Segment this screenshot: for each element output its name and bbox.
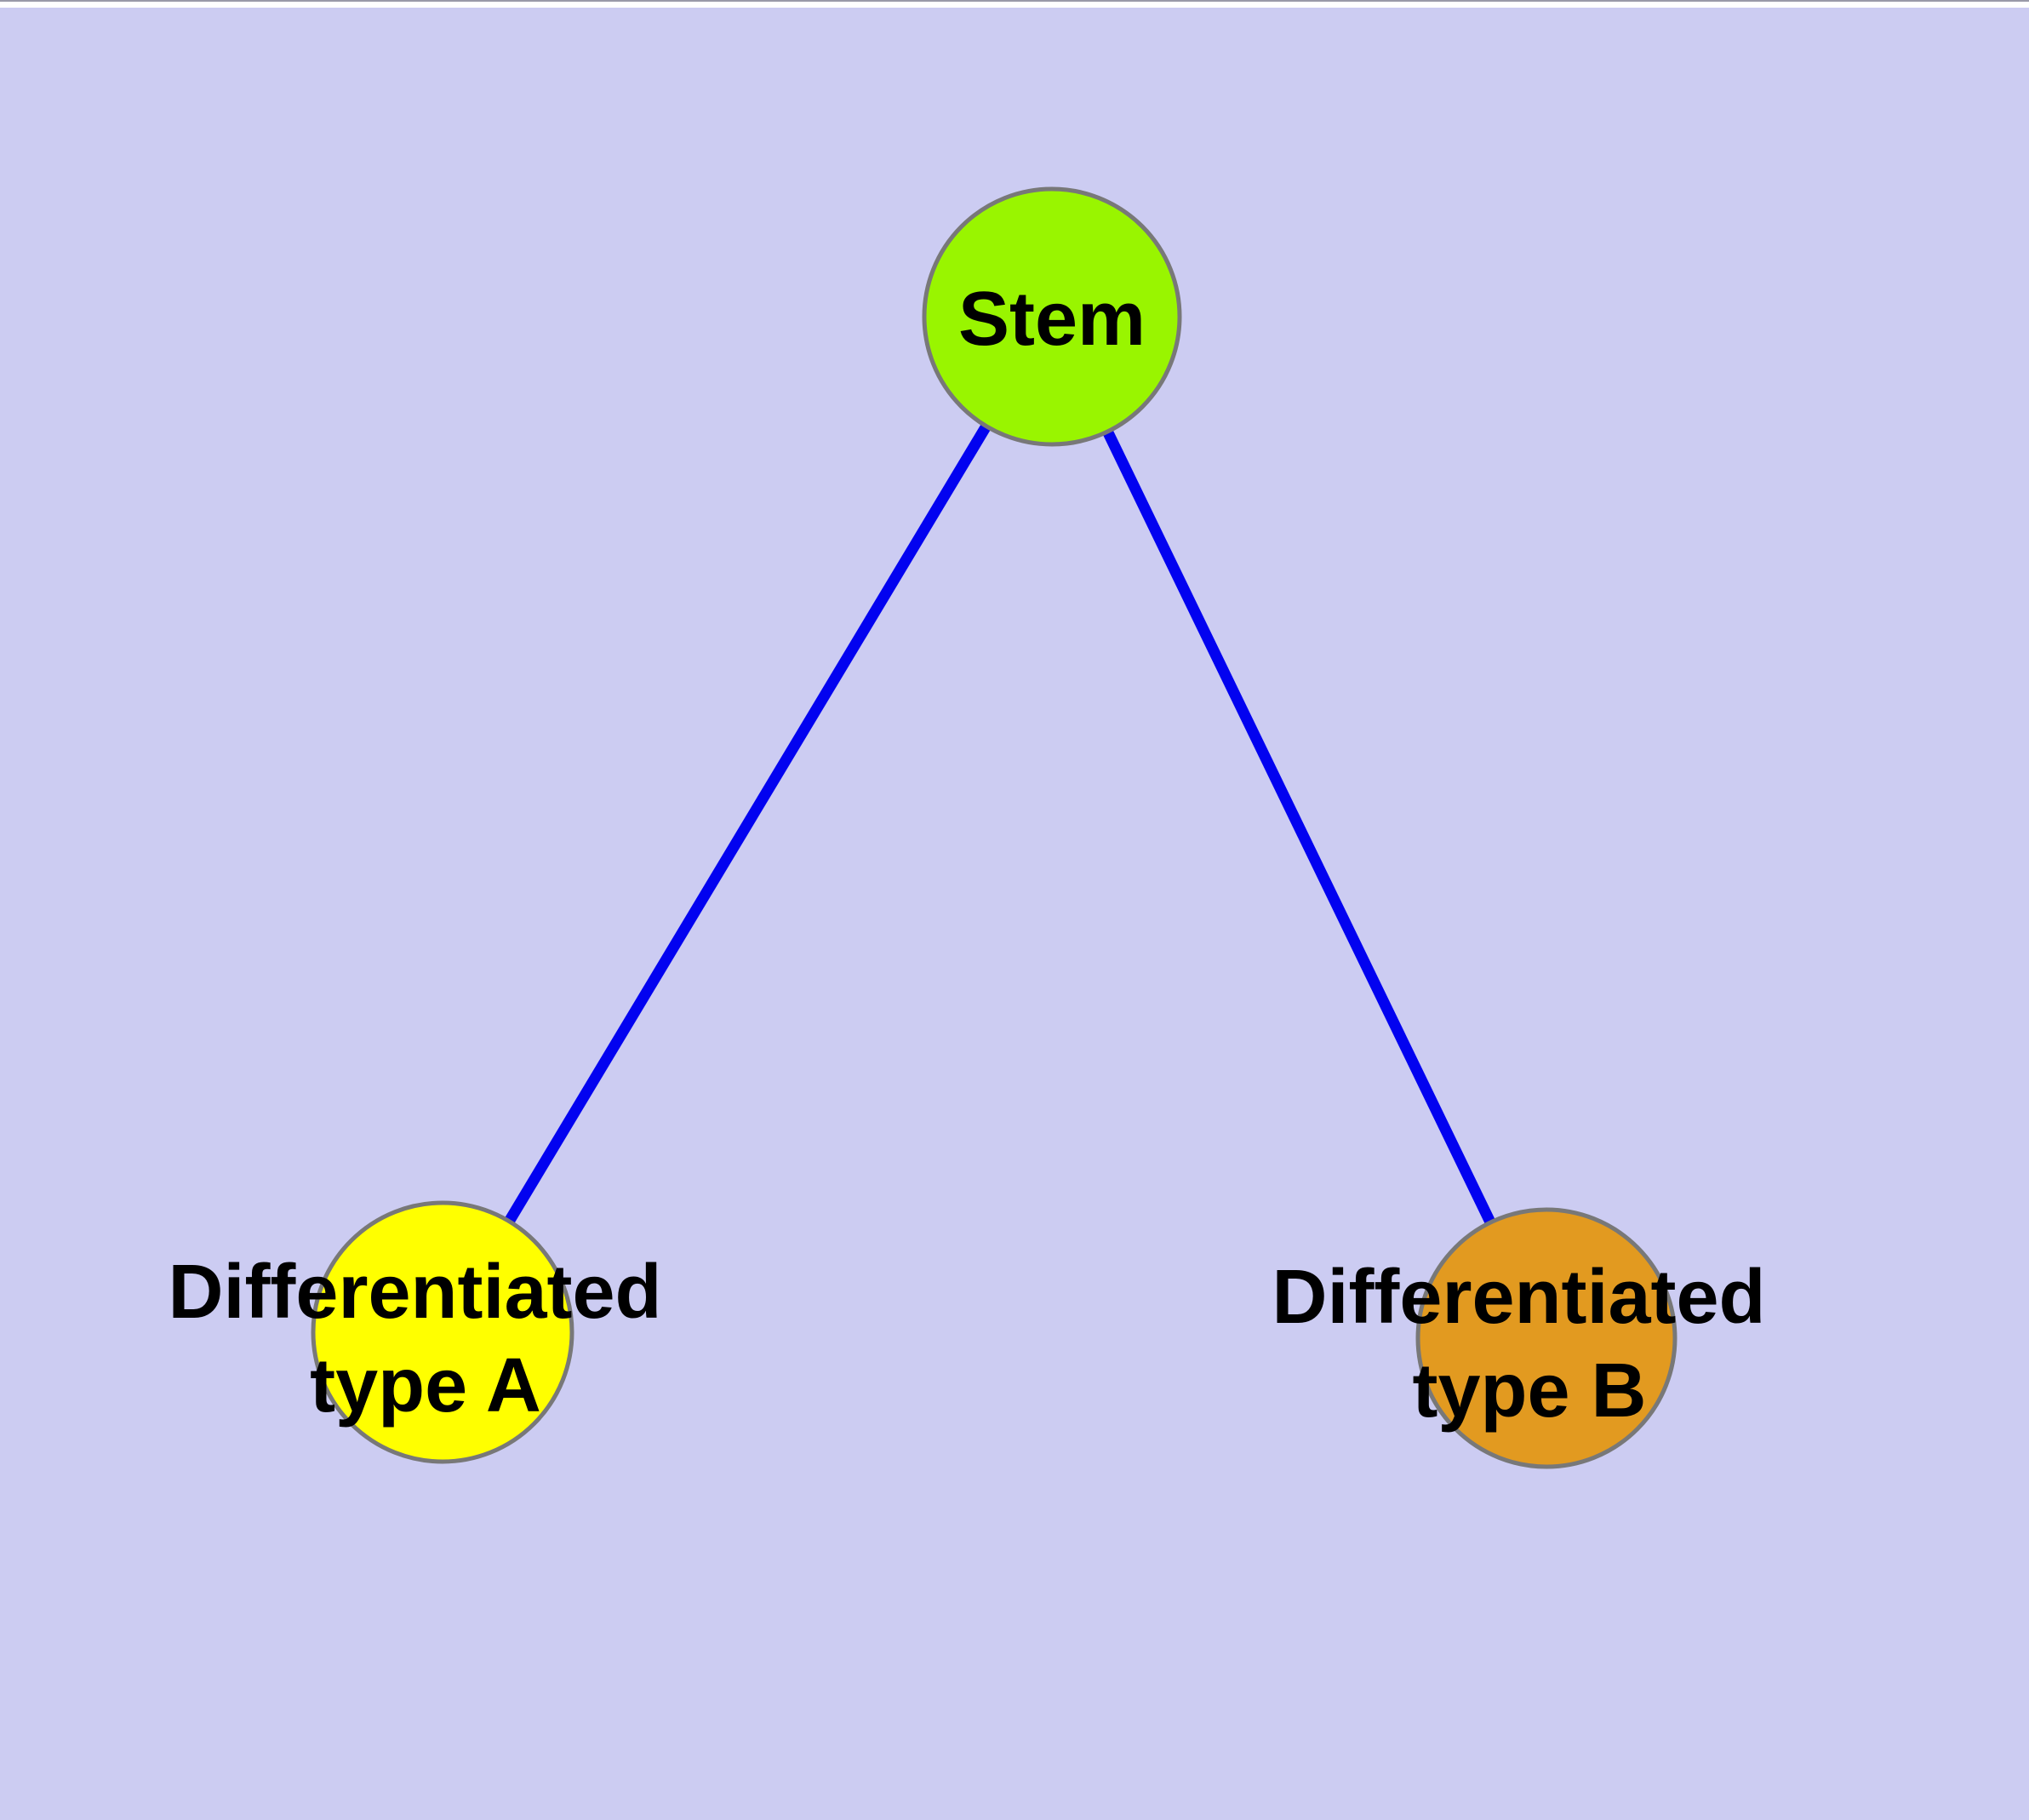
node-type-b-label-line-2: type B: [1412, 1348, 1646, 1434]
node-type-b-label-line-1: Differentiated: [1272, 1255, 1765, 1340]
node-differentiated-type-b-label: Differentiated type B: [1272, 1255, 1786, 1434]
node-type-a-label-line-1: Differentiated: [168, 1250, 661, 1335]
edge-stem-to-type-b: [1047, 314, 1552, 1341]
node-differentiated-type-a: [311, 1200, 574, 1464]
node-stem-label: Stem: [958, 277, 1146, 362]
node-differentiated-type-a-label: Differentiated type A: [168, 1250, 683, 1428]
top-edge-highlight: [0, 0, 2029, 8]
edge-stem-to-type-a: [437, 313, 1057, 1336]
node-differentiated-type-b: [1415, 1207, 1677, 1469]
node-stem-label-line: Stem: [958, 277, 1146, 362]
node-type-a-label-line-2: type A: [310, 1343, 541, 1428]
node-stem: [922, 186, 1182, 447]
